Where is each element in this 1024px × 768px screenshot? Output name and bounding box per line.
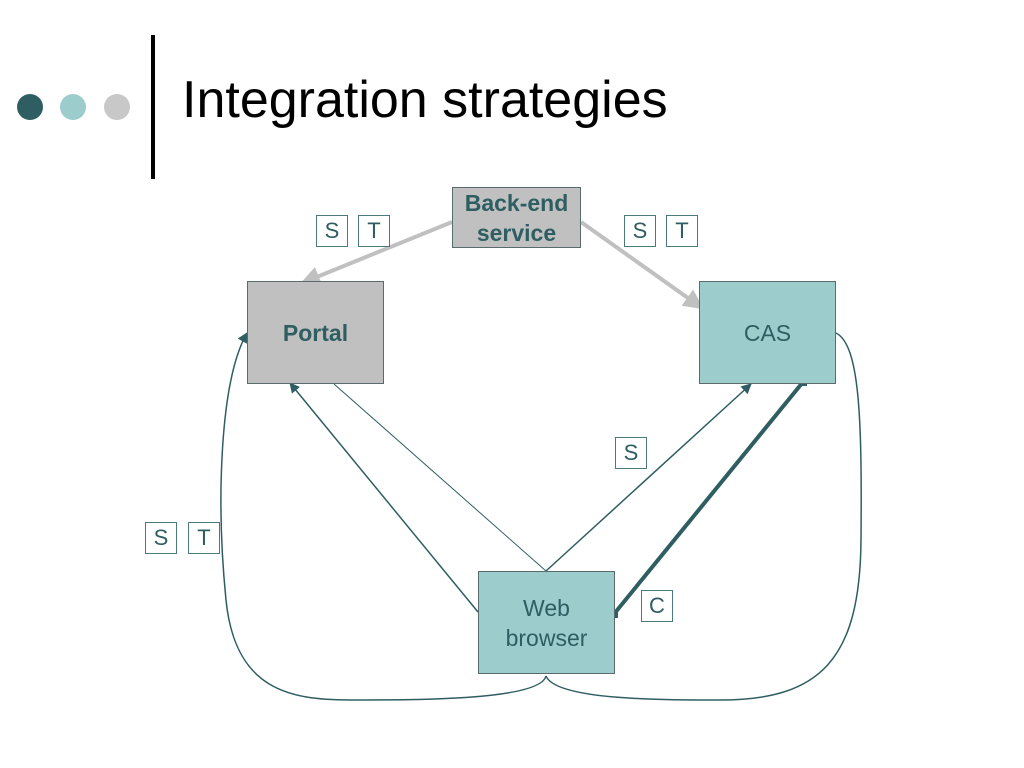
tag-backend-cas-s: S bbox=[624, 215, 656, 247]
edge-browser-portal bbox=[289, 382, 479, 613]
node-web-browser: Web browser bbox=[478, 571, 615, 674]
tag-backend-portal-t: T bbox=[358, 215, 390, 247]
edge-browser-cas bbox=[545, 383, 752, 572]
edge-backend-portal bbox=[300, 220, 453, 286]
edge-portal-browser bbox=[333, 383, 547, 572]
tag-browser-portal-t: T bbox=[188, 522, 220, 554]
edge-backend-cas bbox=[579, 220, 704, 310]
node-backend-service: Back-end service bbox=[452, 187, 581, 248]
edge-browser-cas-curve bbox=[545, 332, 862, 701]
edge-browser-portal-curve bbox=[220, 332, 547, 701]
decor-dot-teal bbox=[60, 94, 86, 120]
node-web-browser-label: Web browser bbox=[505, 594, 588, 651]
tag-backend-portal-s: S bbox=[316, 215, 348, 247]
node-cas: CAS bbox=[699, 281, 836, 384]
title-divider bbox=[151, 35, 155, 179]
node-backend-service-label: Back-end service bbox=[464, 189, 569, 246]
tag-browser-cas-c: C bbox=[641, 590, 673, 622]
decor-dot-grey bbox=[104, 94, 130, 120]
decor-dot-dark bbox=[17, 94, 43, 120]
edge-browser-cas-c bbox=[612, 380, 805, 616]
node-cas-label: CAS bbox=[743, 319, 792, 346]
node-portal-label: Portal bbox=[282, 319, 349, 346]
slide-title: Integration strategies bbox=[182, 71, 668, 129]
tag-browser-portal-s: S bbox=[145, 522, 177, 554]
node-portal: Portal bbox=[247, 281, 384, 384]
tag-backend-cas-t: T bbox=[666, 215, 698, 247]
tag-browser-cas-s: S bbox=[615, 437, 647, 469]
